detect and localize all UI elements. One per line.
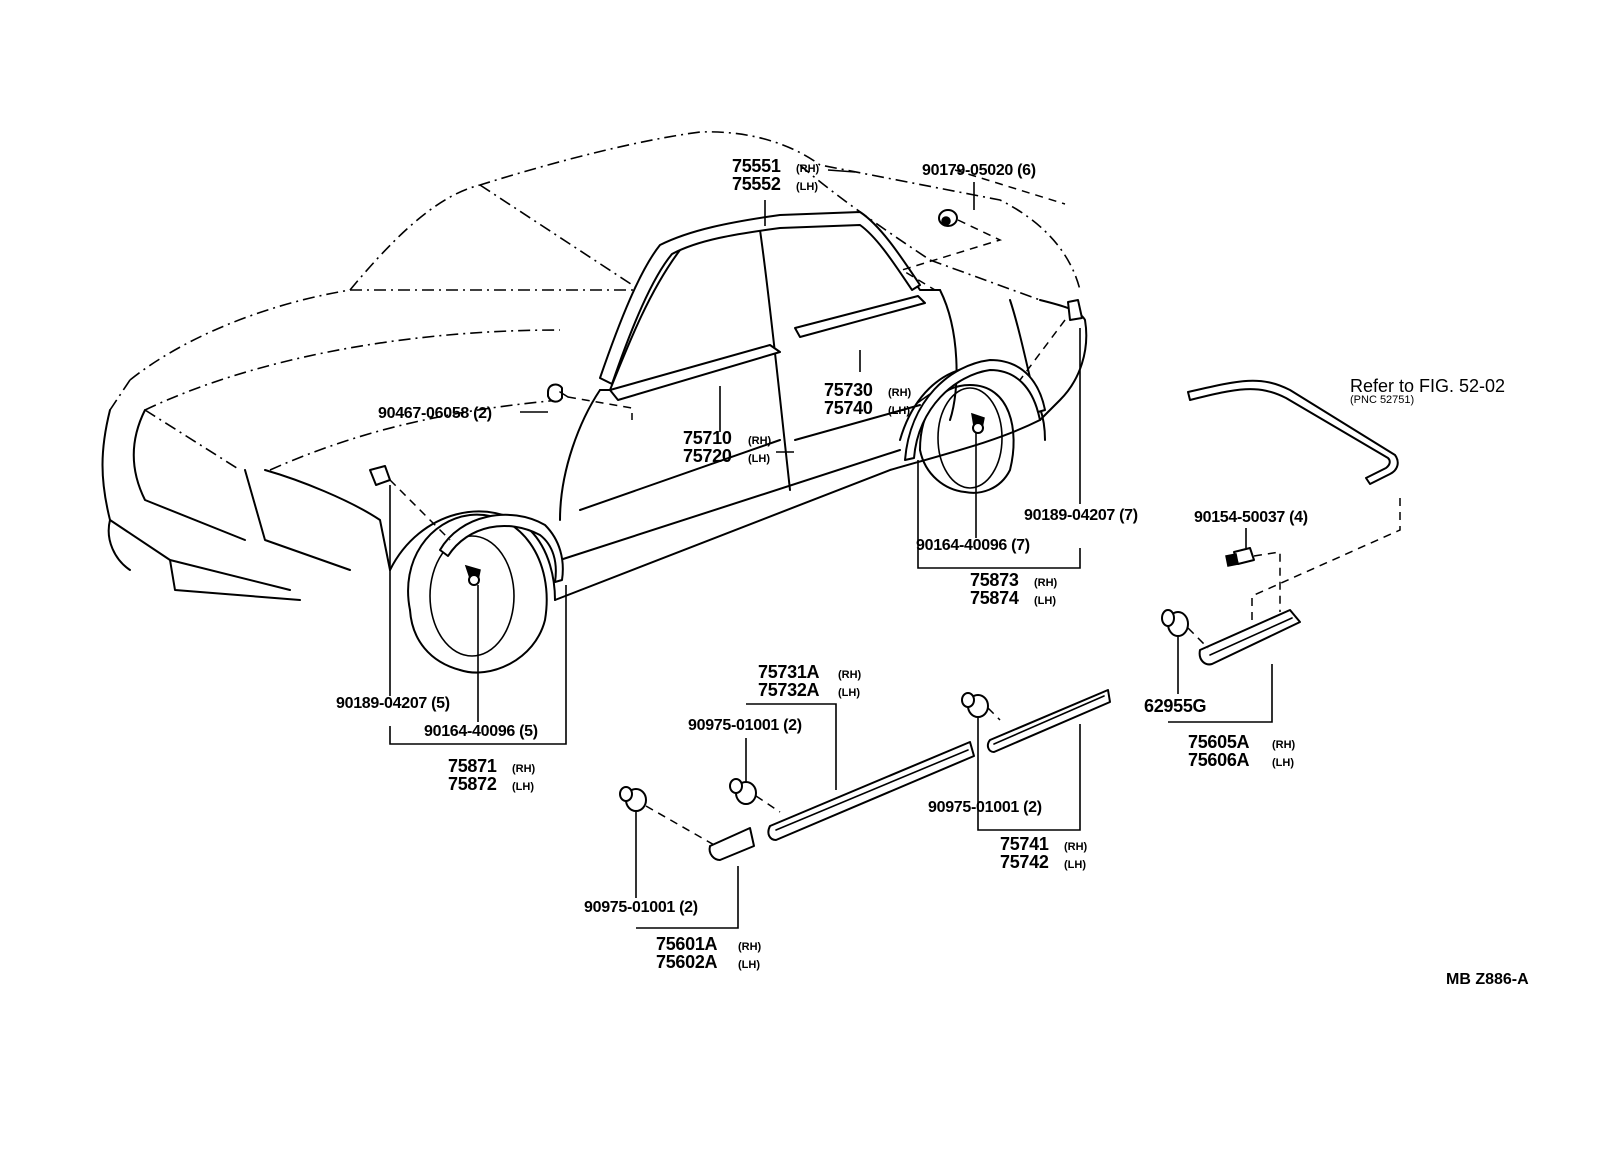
screw-front-90164: [464, 564, 481, 586]
callout-75551: 75551: [732, 156, 781, 176]
moulding-75605: [1198, 609, 1301, 666]
callout-75605a: 75605A: [1188, 732, 1250, 752]
callout-75720: 75720: [683, 446, 732, 466]
callout-75710-side: (RH): [748, 435, 772, 447]
callout-75602a: 75602A: [656, 952, 718, 972]
callout-75730: 75730: [824, 380, 873, 400]
belt-moulding-75710: [609, 344, 781, 401]
callout-75740: 75740: [824, 398, 873, 418]
callout-90179: 90179-05020 (6): [922, 162, 1036, 179]
callout-75731a-side: (RH): [838, 669, 862, 681]
callout-75742-side: (LH): [1064, 859, 1086, 871]
clip-90975-c: [619, 786, 647, 812]
callout-75873: 75873: [970, 570, 1019, 590]
callout-75871-side: (RH): [512, 763, 536, 775]
callout-90467: 90467-06058 (2): [378, 405, 492, 422]
car-body-illustration: [101, 131, 1088, 674]
callout-75742: 75742: [1000, 852, 1049, 872]
moulding-75731: [767, 741, 975, 841]
callout-75720-side: (LH): [748, 453, 770, 465]
callout-75551-side: (RH): [796, 163, 820, 175]
callout-90189-7: 90189-04207 (7): [1024, 507, 1138, 524]
callout-75605a-side: (RH): [1272, 739, 1296, 751]
callout-62955g: 62955G: [1144, 696, 1206, 716]
belt-moulding-75730: [794, 295, 926, 338]
callout-75873-side: (RH): [1034, 577, 1058, 589]
callout-75601a-side: (RH): [738, 941, 762, 953]
assembly-lines: [389, 169, 1401, 847]
clip-rear-90189: [1067, 299, 1083, 321]
callouts: 75551 (RH) 75552 (LH) 90179-05020 (6) 90…: [336, 156, 1529, 988]
clip-90467: [547, 383, 569, 403]
callout-75552-side: (LH): [796, 181, 818, 193]
clip-90975-a: [729, 778, 757, 805]
callout-75874-side: (LH): [1034, 595, 1056, 607]
moulding-75741: [986, 689, 1111, 753]
callout-75732a-side: (LH): [838, 687, 860, 699]
callout-75732a: 75732A: [758, 680, 820, 700]
callout-75710: 75710: [683, 428, 732, 448]
callout-75731a: 75731A: [758, 662, 820, 682]
callout-90975-c: 90975-01001 (2): [584, 899, 698, 916]
fender-liner-75871: [439, 513, 564, 583]
door-frame-moulding-75551: [599, 211, 921, 385]
callout-75730-side: (RH): [888, 387, 912, 399]
callout-75606a: 75606A: [1188, 750, 1250, 770]
callout-75602a-side: (LH): [738, 959, 760, 971]
leader-lines: [389, 169, 1273, 929]
callout-75552: 75552: [732, 174, 781, 194]
callout-75872-side: (LH): [512, 781, 534, 793]
screw-rear-90164: [971, 412, 985, 434]
figure-code: MB Z886-A: [1446, 971, 1529, 988]
callout-90154: 90154-50037 (4): [1194, 509, 1308, 526]
reference-moulding: [1187, 379, 1399, 485]
callout-75872: 75872: [448, 774, 497, 794]
callout-75740-side: (LH): [888, 405, 910, 417]
clip-62955: [1161, 609, 1189, 637]
fender-liner-75873: [904, 359, 1046, 461]
clip-90975-b: [961, 692, 989, 718]
callout-75871: 75871: [448, 756, 497, 776]
callout-75606a-side: (LH): [1272, 757, 1294, 769]
reference-text: Refer to FIG. 52-02: [1350, 376, 1505, 396]
callout-75874: 75874: [970, 588, 1019, 608]
callout-90189-5: 90189-04207 (5): [336, 695, 450, 712]
callout-90164-7: 90164-40096 (7): [916, 537, 1030, 554]
callout-75601a: 75601A: [656, 934, 718, 954]
clip-90179: [938, 209, 958, 227]
clip-front-90189: [369, 465, 391, 486]
callout-75741-side: (RH): [1064, 841, 1088, 853]
moulding-75601: [708, 827, 755, 861]
callout-90975-a: 90975-01001 (2): [688, 717, 802, 734]
callout-90975-b: 90975-01001 (2): [928, 799, 1042, 816]
callout-90164-5: 90164-40096 (5): [424, 723, 538, 740]
screw-90154: [1225, 547, 1255, 567]
reference-pnc: (PNC 52751): [1350, 394, 1414, 406]
callout-75741: 75741: [1000, 834, 1049, 854]
